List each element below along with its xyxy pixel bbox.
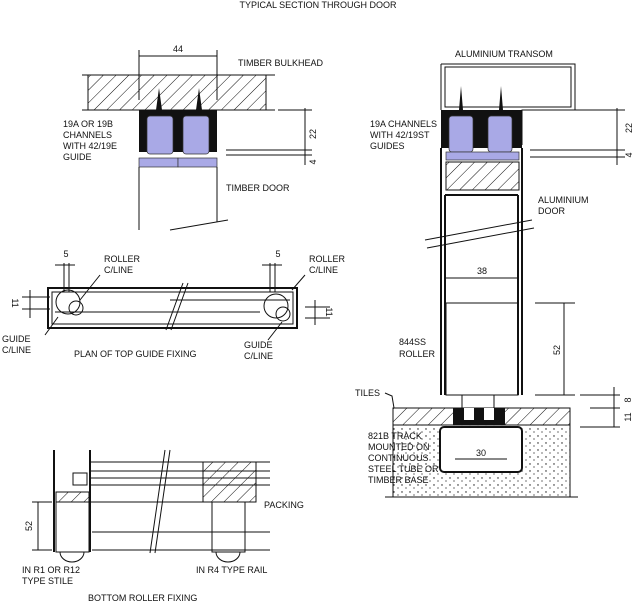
guide-plate [177,157,218,168]
guide-roller [146,115,174,155]
dim-52-right: 52 [552,345,562,355]
break-line [424,219,535,249]
guide-plate [138,157,179,168]
dim-52-bottom: 52 [24,521,34,531]
bottom-caption: BOTTOM ROLLER FIXING [88,593,197,603]
dim-22: 22 [308,129,318,139]
dim-11-left: 11 [10,298,20,307]
bottom-roller [445,302,519,396]
label-timber-bulkhead: TIMBER BULKHEAD [238,58,324,68]
dim-5-right: 5 [275,249,280,259]
track [453,408,505,425]
dim-38: 38 [477,266,487,276]
guide-roller [182,115,210,155]
label-tiles: TILES [355,388,380,398]
packing [202,461,257,503]
label-packing: PACKING [264,500,304,510]
dim-4: 4 [308,159,318,164]
dim-11-plan-right: 11 [324,307,334,316]
dim-22-right: 22 [624,123,634,133]
screw-icon [156,88,202,110]
dim-30: 30 [476,448,486,458]
label-aluminium-transom: ALUMINIUM TRANSOM [455,49,553,59]
screw-icon [459,86,503,110]
label-rail: IN R4 TYPE RAIL [196,565,267,575]
dim-5-left: 5 [63,249,68,259]
drawing-title: TYPICAL SECTION THROUGH DOOR [239,0,397,10]
dim-44: 44 [173,44,183,54]
dim-4-right: 4 [624,152,634,157]
plan-caption: PLAN OF TOP GUIDE FIXING [74,349,197,359]
dim-11-right: 11 [623,412,633,421]
bolt-icon [72,472,88,486]
label-timber-door: TIMBER DOOR [226,183,290,193]
dim-8: 8 [623,397,633,402]
steel-tube [439,426,523,473]
timber-door [138,167,229,231]
timber-bulkhead [87,74,267,111]
